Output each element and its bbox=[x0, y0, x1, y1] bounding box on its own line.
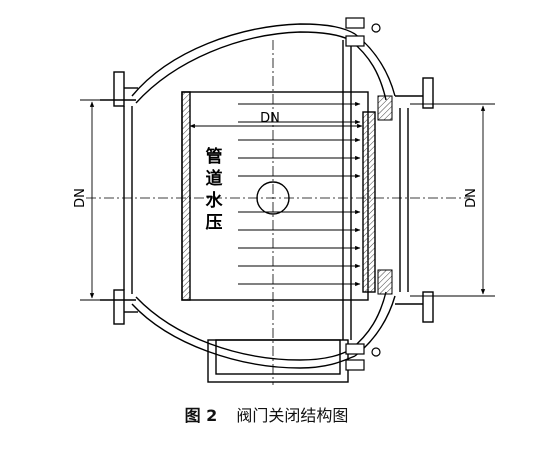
figure-caption: 图 2 阀门关闭结构图 bbox=[0, 402, 533, 432]
top-stem bbox=[342, 40, 352, 340]
bolt-icon bbox=[345, 17, 381, 47]
valve-body bbox=[131, 23, 396, 369]
arrow-icon bbox=[238, 101, 361, 287]
bottom-housing bbox=[207, 339, 349, 383]
right-flange bbox=[395, 77, 434, 323]
water-pressure-label: 管 道 水 压 bbox=[206, 146, 224, 233]
dn-top-label: DN bbox=[260, 111, 280, 126]
bolt-icon bbox=[345, 343, 381, 371]
dn-left-label: DN bbox=[73, 188, 88, 208]
figure-title: 阀门关闭结构图 bbox=[236, 406, 349, 425]
figure-number: 图 2 bbox=[184, 406, 218, 425]
water-pressure-char: 水 bbox=[206, 190, 224, 211]
water-pressure-char: 道 bbox=[206, 168, 223, 189]
seal-ring bbox=[377, 95, 393, 295]
plug-cylinder bbox=[181, 91, 376, 301]
valve-closed-drawing: DN DN DN 管 道 水 压 bbox=[73, 17, 495, 385]
dn-right-label: DN bbox=[464, 188, 479, 208]
centerlines bbox=[86, 40, 470, 385]
water-pressure-char: 压 bbox=[206, 213, 223, 233]
dimension-lines bbox=[80, 99, 495, 301]
water-pressure-char: 管 bbox=[206, 146, 223, 167]
